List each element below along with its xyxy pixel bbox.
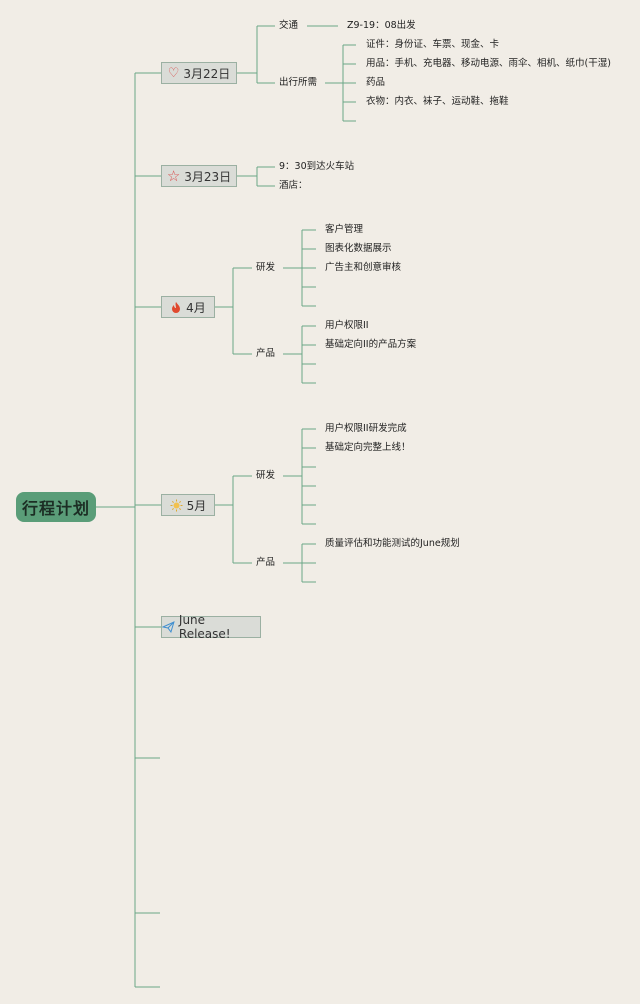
leaf-apr-dev-item[interactable]: 图表化数据展示 (325, 243, 392, 254)
leaf-need-item[interactable]: 衣物：内衣、袜子、运动鞋、拖鞋 (366, 96, 509, 107)
leaf-need-item[interactable]: 药品 (366, 77, 386, 88)
sun-icon (170, 499, 183, 511)
node-apr[interactable]: 4月 (161, 296, 215, 318)
leaf-transport-detail[interactable]: Z9-19：08出发 (347, 20, 416, 31)
leaf-apr-dev-item[interactable]: 客户管理 (325, 224, 364, 235)
leaf-may-dev-item[interactable]: 基础定向完整上线！ (325, 442, 411, 453)
branch-transport[interactable]: 交通 (279, 20, 299, 31)
node-may[interactable]: 5月 (161, 494, 215, 516)
branch-may-dev[interactable]: 研发 (256, 470, 276, 481)
leaf-need-item[interactable]: 用品：手机、充电器、移动电源、雨伞、相机、纸巾(干湿) (366, 58, 611, 69)
node-mar22[interactable]: ♡ 3月22日 (161, 62, 237, 84)
node-label: June Release! (178, 613, 231, 641)
node-mar23[interactable]: ☆ 3月23日 (161, 165, 237, 187)
node-label: 3月23日 (184, 169, 232, 184)
root-node[interactable]: 行程计划 (16, 492, 96, 522)
leaf-need-item[interactable]: 证件：身份证、车票、现金、卡 (366, 39, 500, 50)
node-label: 5月 (186, 498, 207, 513)
leaf-apr-product-item[interactable]: 基础定向II的产品方案 (325, 339, 417, 350)
star-icon: ☆ (166, 166, 181, 185)
branch-apr-dev[interactable]: 研发 (256, 262, 276, 273)
node-june-release[interactable]: June Release! (161, 613, 261, 641)
branch-apr-product[interactable]: 产品 (256, 348, 276, 359)
leaf-apr-product-item[interactable]: 用户权限II (325, 320, 369, 331)
fire-icon (172, 301, 181, 313)
leaf-mar23-item[interactable]: 酒店： (279, 180, 308, 191)
branch-may-product[interactable]: 产品 (256, 557, 276, 568)
branch-needs[interactable]: 出行所需 (279, 77, 318, 88)
leaf-may-dev-item[interactable]: 用户权限II研发完成 (325, 423, 407, 434)
leaf-may-product-item[interactable]: 质量评估和功能测试的June规划 (325, 538, 460, 549)
node-label: 4月 (186, 300, 206, 315)
heart-icon: ♡ (167, 65, 180, 81)
node-label: 3月22日 (183, 66, 231, 81)
leaf-apr-dev-item[interactable]: 广告主和创意审核 (325, 262, 402, 273)
paper-plane-icon (162, 621, 175, 633)
leaf-mar23-item[interactable]: 9：30到达火车站 (279, 161, 355, 172)
